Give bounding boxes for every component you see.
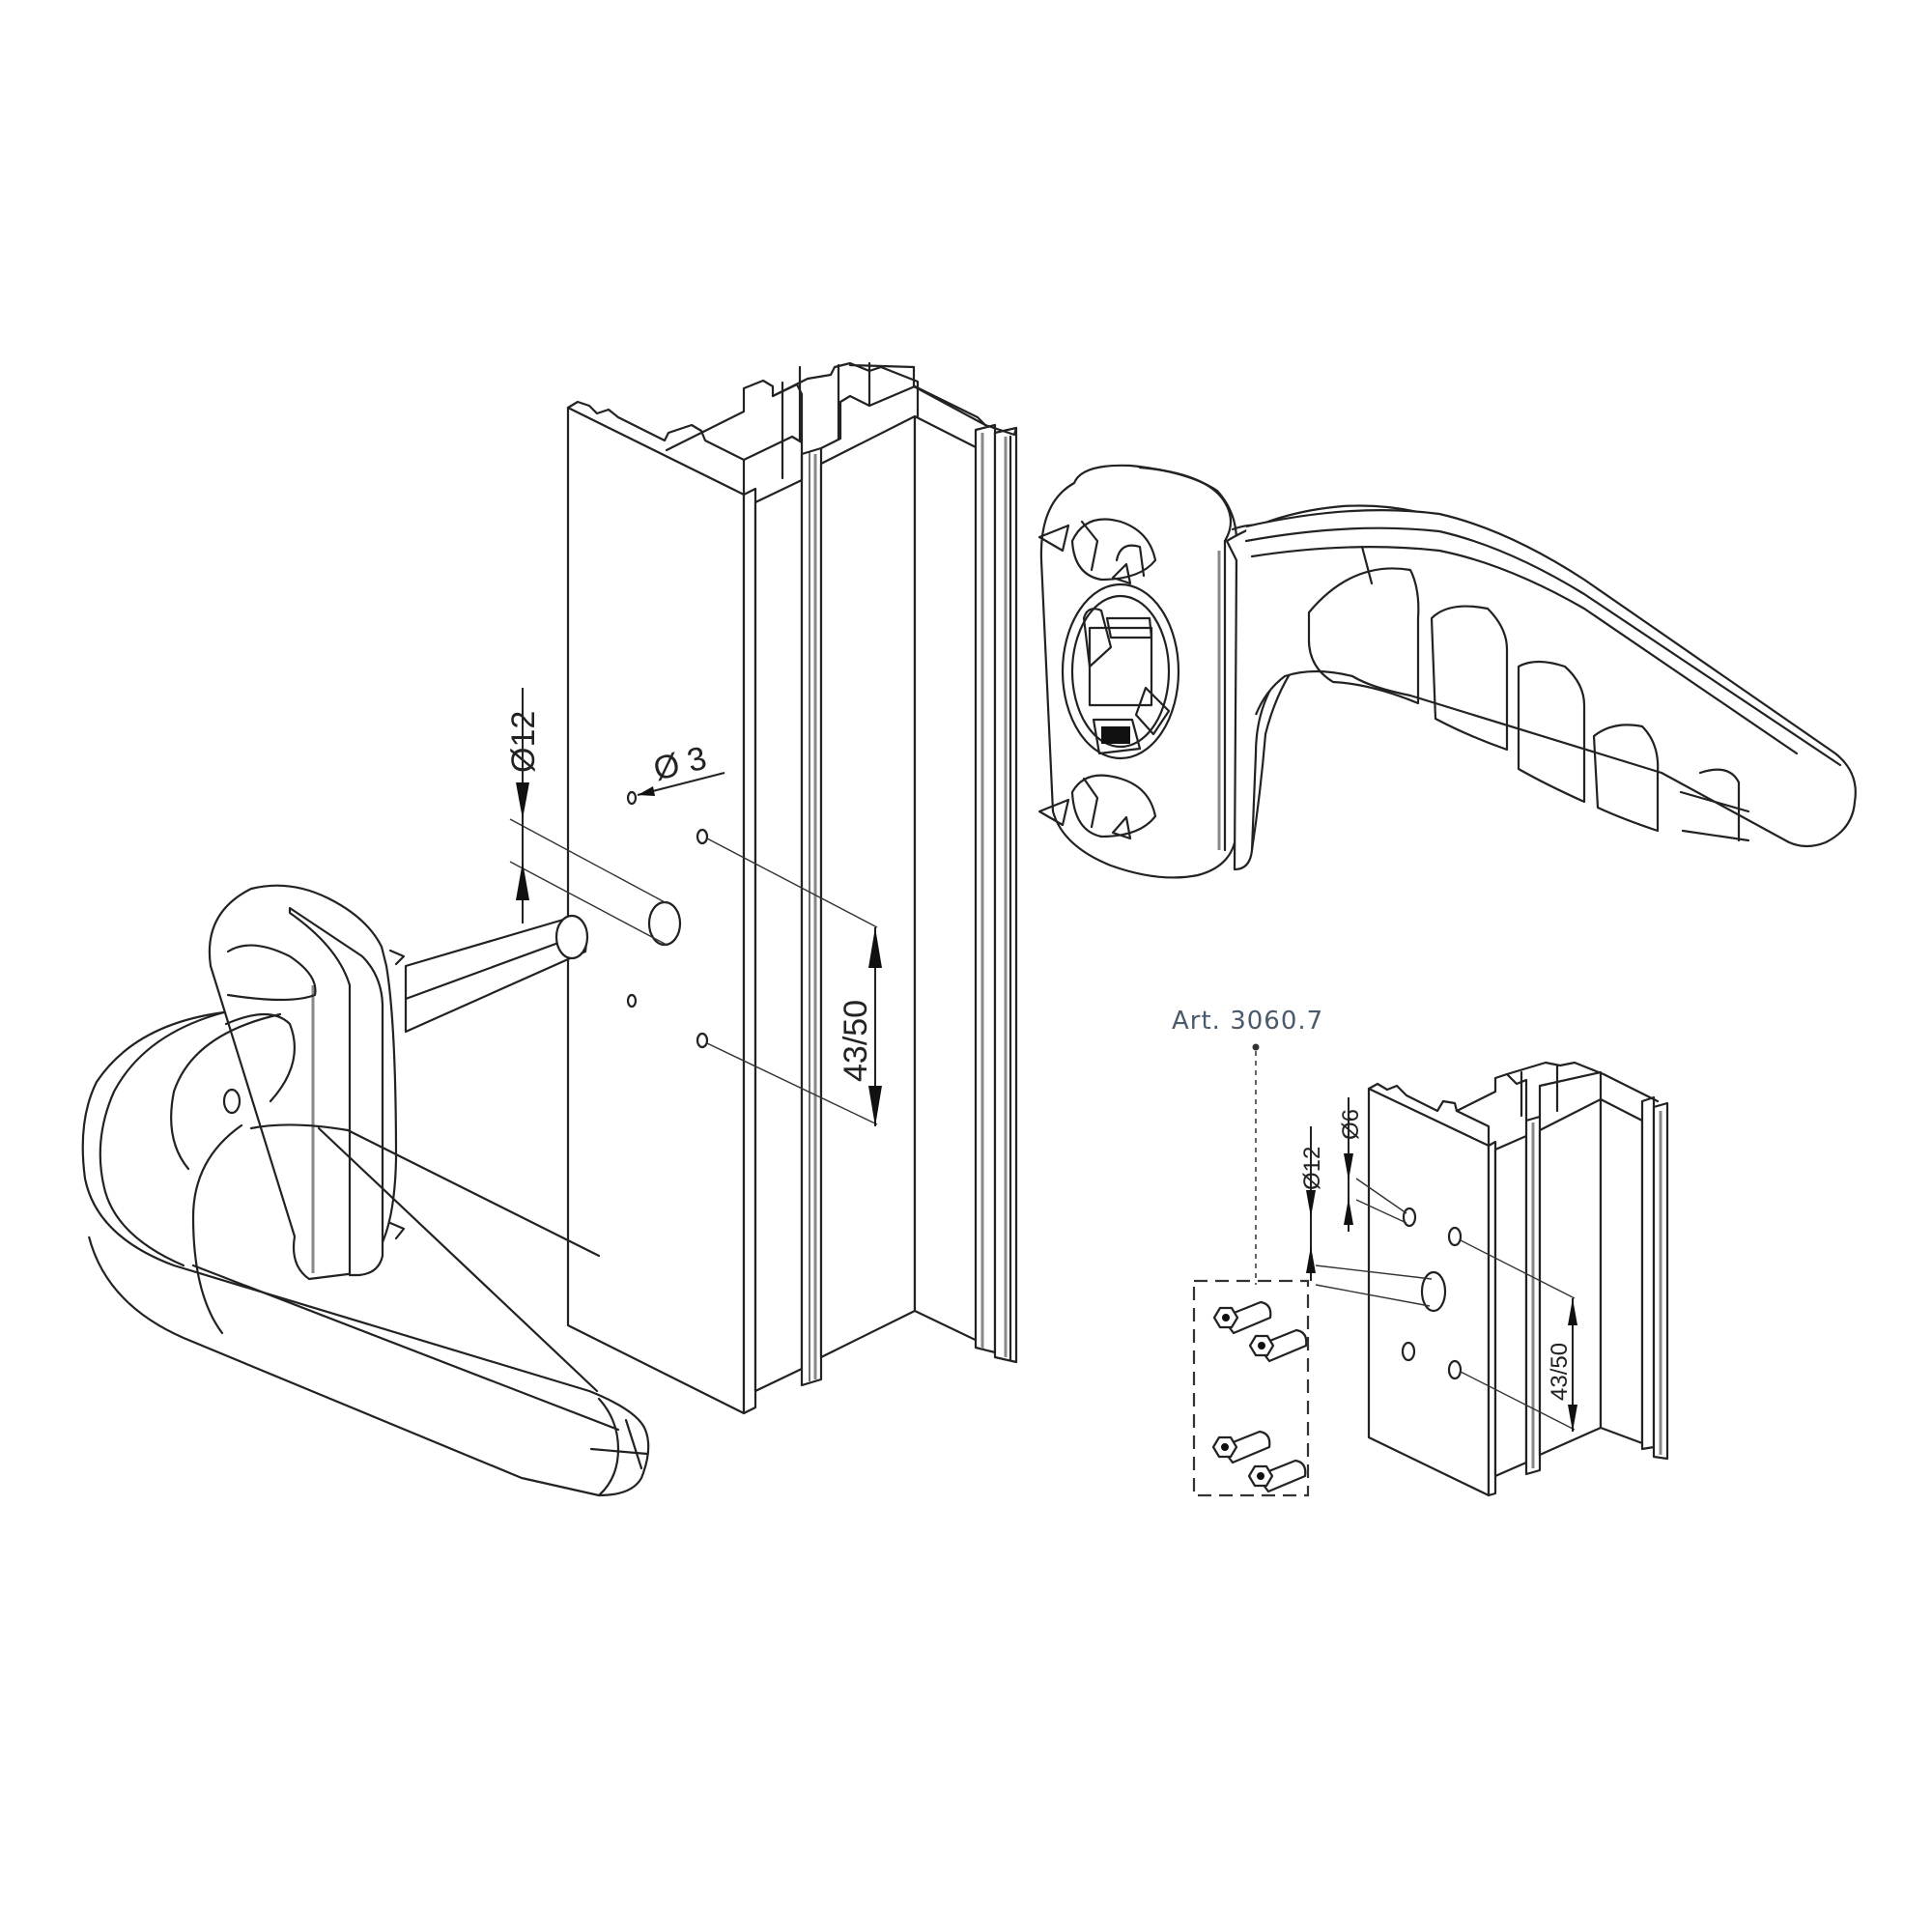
dimension-screw-spacing-main: 43/50 [838, 927, 882, 1126]
article-number-label: Art. 3060.7 [1172, 1007, 1323, 1036]
aluminium-profile-main [566, 361, 1018, 1415]
detail-article-label: Art. 3060.7 [1172, 1007, 1323, 1285]
label-spacing-43-50: 43/50 [838, 1000, 874, 1082]
screw-2 [1248, 1328, 1308, 1363]
inner-handle-lever [81, 884, 650, 1497]
dimension-screw-spacing-detail: 43/50 [1547, 1298, 1577, 1432]
dimension-spindle-diameter-main: Ø12 [505, 688, 542, 923]
label-detail-spacing-43-50: 43/50 [1547, 1343, 1573, 1401]
pin-hole-top [626, 790, 638, 806]
label-diameter-12: Ø12 [505, 711, 542, 773]
outer-handle-with-rose [1037, 464, 1857, 879]
label-detail-diameter-6: Ø6 [1338, 1109, 1364, 1140]
screw-hole-top [696, 828, 709, 845]
screw-hole-bottom [696, 1032, 709, 1049]
projection-lines [509, 818, 878, 1125]
dimension-screw-diameter-detail: Ø6 [1338, 1097, 1364, 1232]
screw-3 [1211, 1430, 1271, 1464]
screw-kit-box [1192, 1279, 1310, 1497]
dimension-spindle-diameter-detail: Ø12 [1299, 1126, 1325, 1281]
label-detail-diameter-12: Ø12 [1299, 1147, 1325, 1190]
screw-4 [1247, 1459, 1307, 1493]
square-spindle [404, 914, 589, 1034]
pin-hole-bottom [626, 993, 638, 1009]
aluminium-profile-detail [1315, 1061, 1669, 1497]
screw-1 [1212, 1300, 1272, 1335]
